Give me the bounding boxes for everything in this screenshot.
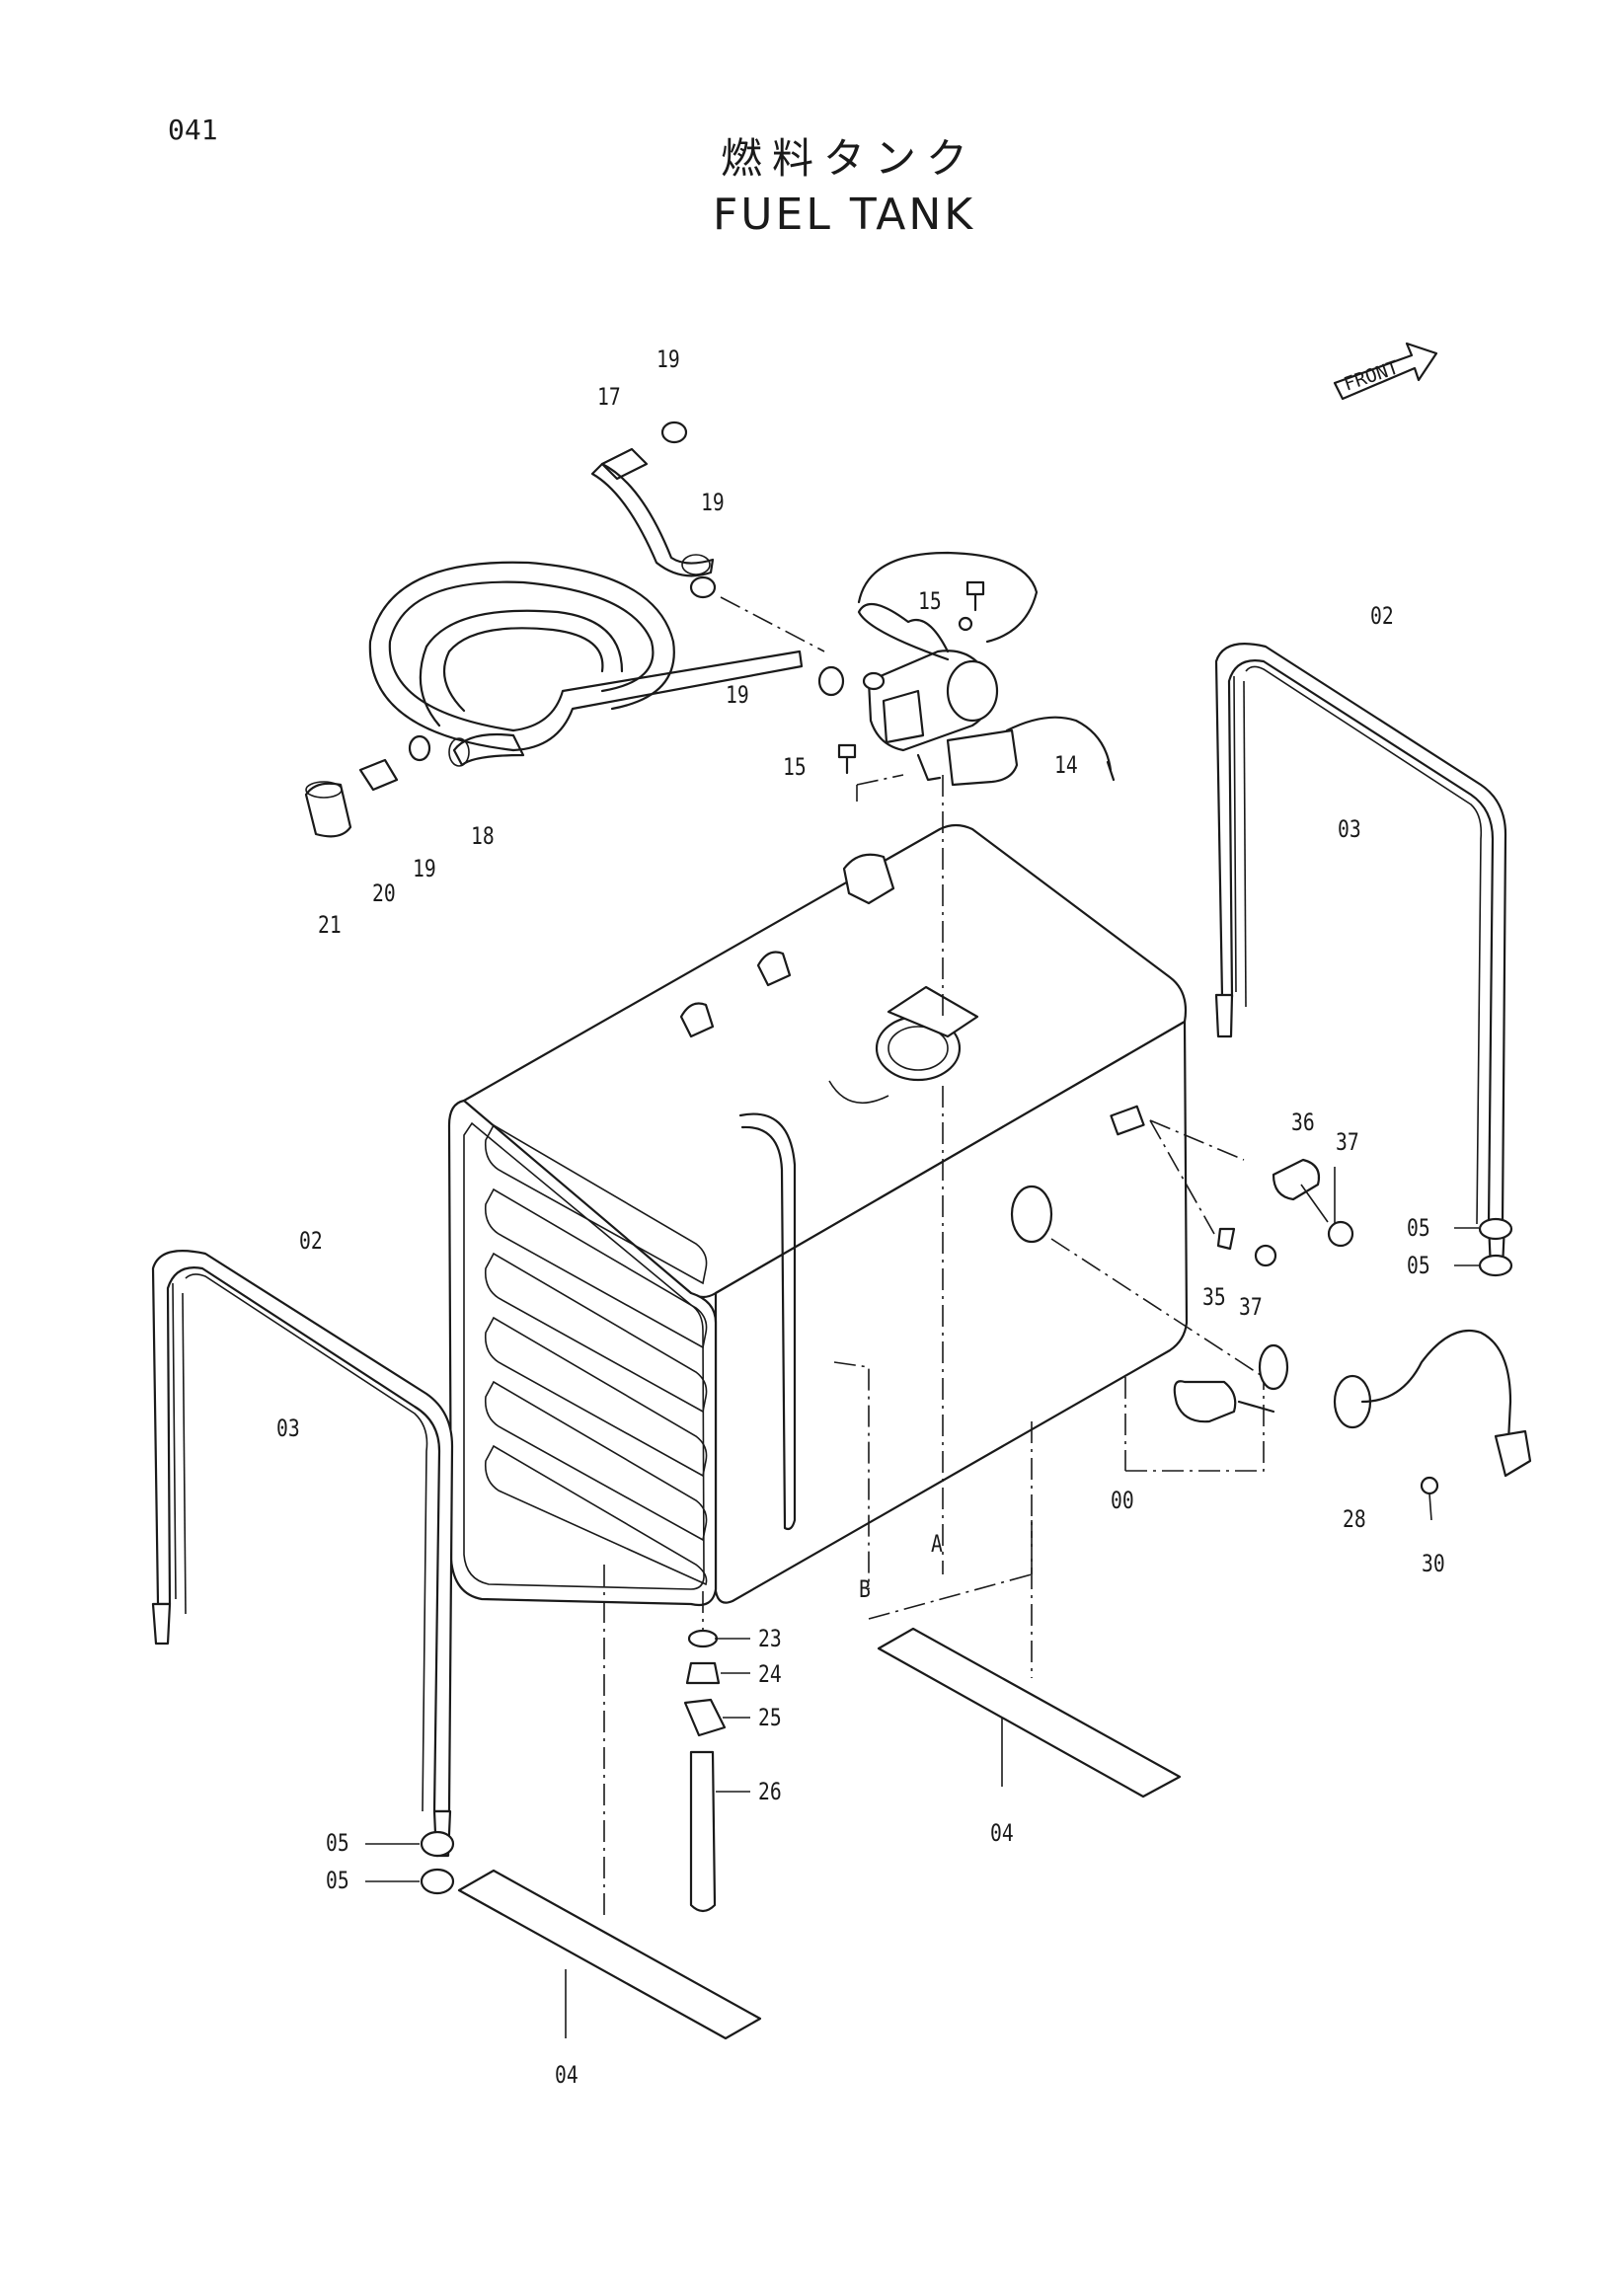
hose-clamp-pump: [817, 665, 845, 697]
drain-assembly: [683, 1629, 750, 1913]
callout-23: 23: [758, 1625, 782, 1652]
callout-19-d: 19: [413, 855, 436, 882]
hose-clamp-top: [660, 421, 688, 444]
title-english: FUEL TANK: [713, 190, 976, 240]
fuel-tank-body: [447, 823, 1189, 1607]
callout-35: 35: [1202, 1283, 1226, 1311]
callout-21: 21: [318, 911, 342, 939]
callout-04-left: 04: [555, 2061, 579, 2089]
tank-reinforcement-ribs: [484, 1123, 708, 1586]
rubber-pad-left: [457, 1869, 762, 2040]
callout-19-c: 19: [726, 681, 749, 709]
nuts-05-left: [365, 1830, 455, 1895]
title-japanese: 燃料タンク: [721, 134, 978, 183]
callout-37-lower: 37: [1239, 1293, 1263, 1321]
callout-05-right-upper: 05: [1407, 1214, 1430, 1242]
callout-15-upper: 15: [918, 587, 942, 615]
pump-relay-box: [946, 728, 1019, 787]
callout-24: 24: [758, 1660, 782, 1688]
bolt-15-upper: [965, 580, 985, 612]
fuel-hose-assembly: [304, 421, 845, 838]
page-number: 041: [168, 114, 218, 146]
callout-14: 14: [1054, 751, 1078, 779]
callout-18: 18: [471, 822, 495, 850]
callout-03-right: 03: [1338, 815, 1361, 843]
callout-28: 28: [1343, 1505, 1366, 1533]
tank-strap-right: [1214, 643, 1507, 1270]
callout-25: 25: [758, 1704, 782, 1731]
rubber-pad-right: [877, 1627, 1182, 1799]
hose-connector: [358, 758, 399, 792]
fuel-level-sender: [1173, 1329, 1532, 1521]
callout-A: A: [931, 1530, 943, 1558]
callout-19-a: 19: [656, 345, 680, 373]
assembly-guide-lines: [603, 596, 1265, 1915]
callout-26: 26: [758, 1778, 782, 1805]
tank-strap-left: [151, 1250, 454, 1858]
callout-15-lower: 15: [783, 753, 807, 781]
callout-02-right: 02: [1370, 602, 1394, 630]
hose-clamp-left: [408, 734, 431, 762]
bolt-15-lower: [837, 743, 857, 775]
sender-port: [1010, 1185, 1053, 1244]
callout-B: B: [859, 1575, 871, 1603]
callout-02-left: 02: [299, 1227, 323, 1255]
callout-30: 30: [1422, 1550, 1445, 1577]
callout-36: 36: [1291, 1109, 1315, 1136]
hose-clamp-mid: [689, 575, 717, 599]
callout-37-upper: 37: [1336, 1128, 1359, 1156]
mounting-clip-assembly: [1216, 1158, 1354, 1267]
callout-03-left: 03: [276, 1415, 300, 1442]
nuts-05-right: [1454, 1217, 1513, 1277]
callout-17: 17: [597, 383, 621, 411]
callout-20: 20: [372, 880, 396, 907]
callout-00: 00: [1111, 1487, 1134, 1514]
callout-05-left-lower: 05: [326, 1867, 349, 1894]
front-marker-text: FRONT: [1341, 356, 1401, 395]
callout-19-b: 19: [701, 489, 725, 516]
hose-end-cap: [304, 782, 352, 838]
front-direction-marker: FRONT: [1333, 342, 1438, 401]
callout-04-right: 04: [990, 1819, 1014, 1847]
fuel-pump-assembly: [837, 551, 1116, 802]
callout-05-left-upper: 05: [326, 1829, 349, 1857]
callout-05-right-lower: 05: [1407, 1252, 1430, 1279]
